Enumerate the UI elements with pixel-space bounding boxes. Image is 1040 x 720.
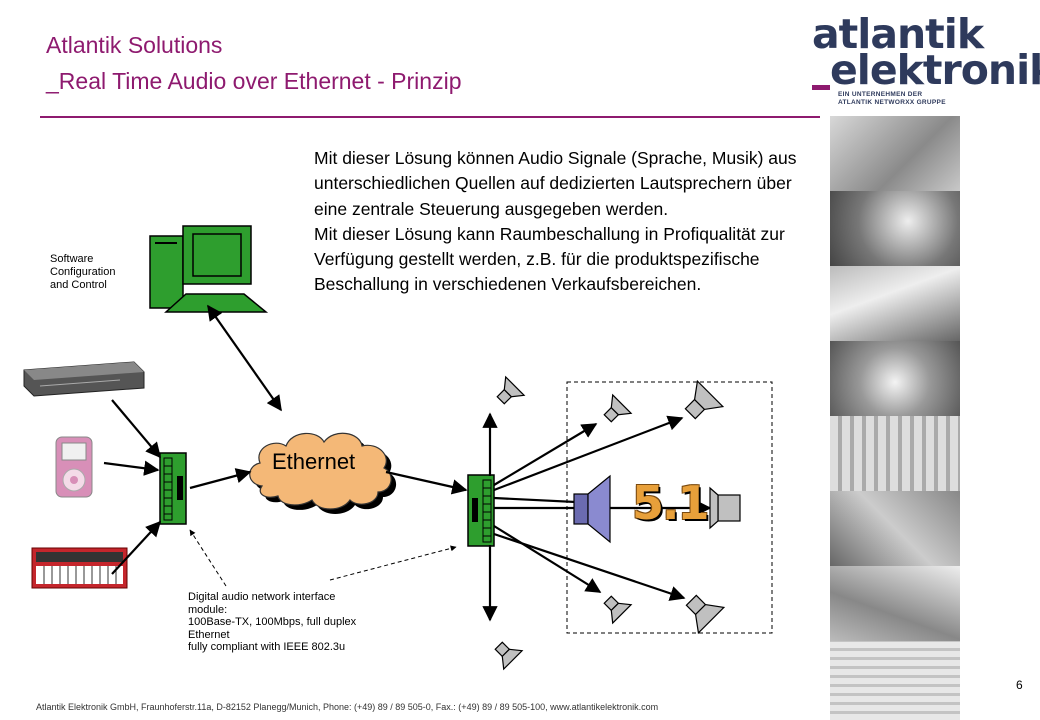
software-label-line: Configuration: [50, 266, 116, 278]
decorative-photo-strip: [830, 116, 960, 720]
slide-title: Atlantik Solutions: [46, 32, 223, 58]
audio-interface-module-right: [467, 474, 495, 547]
description-paragraph-1: Mit dieser Lösung können Audio Signale (…: [314, 148, 797, 219]
speaker-icon: [496, 375, 526, 405]
logo-wordmark-atlantik: atlantik: [812, 10, 984, 58]
photo-tile: [830, 341, 960, 416]
speaker-icon: [494, 641, 524, 671]
slide-subtitle: _Real Time Audio over Ethernet - Prinzip: [46, 68, 462, 94]
cd-player-icon: [23, 361, 145, 397]
ethernet-cloud: [249, 432, 397, 514]
logo-wordmark-elektronik: elektronik: [830, 46, 1040, 94]
surround-label: 5.1: [632, 476, 709, 530]
speaker-icon: [685, 594, 726, 635]
speaker-icon: [684, 379, 725, 420]
module-label-line: 100Base-TX, 100Mbps, full duplex: [188, 616, 357, 628]
mp3-player-icon: [55, 436, 93, 498]
footer-contact: Atlantik Elektronik GmbH, Fraunhoferstr.…: [36, 702, 659, 712]
logo-accent-dash: [812, 85, 830, 90]
software-label-line: Software: [50, 253, 94, 265]
photo-tile: [830, 191, 960, 266]
photo-tile: [830, 416, 960, 491]
logo-tagline: EIN UNTERNEHMEN DER: [838, 91, 923, 98]
speaker-icon: [603, 393, 633, 423]
page-number: 6: [1016, 678, 1023, 692]
synthesizer-icon: [31, 547, 128, 589]
photo-tile: [830, 641, 960, 720]
module-label-line: fully compliant with IEEE 802.3u: [188, 641, 346, 653]
photo-tile: [830, 491, 960, 566]
software-label-line: and Control: [50, 279, 107, 291]
center-speaker-icon: [573, 474, 611, 544]
ethernet-label: Ethernet: [272, 449, 356, 474]
speaker-icon: [709, 486, 741, 530]
module-label: Digital audio network interface module: …: [188, 591, 356, 654]
software-label: Software Configuration and Control: [50, 253, 115, 292]
photo-tile: [830, 116, 960, 191]
module-label-line: module:: [188, 603, 228, 616]
module-label-line: Ethernet: [188, 628, 230, 641]
speaker-icon: [603, 595, 633, 625]
logo-tagline-2: ATLANTIK NETWORXX GRUPPE: [838, 99, 946, 106]
description-paragraph-2: Mit dieser Lösung kann Raumbeschallung i…: [314, 223, 785, 295]
annotation-arrows: [189, 529, 457, 587]
photo-tile: [830, 266, 960, 341]
photo-tile: [830, 566, 960, 641]
module-label-line: Digital audio network interface: [188, 591, 336, 603]
header-divider: [40, 116, 820, 118]
computer-icon: [149, 225, 269, 313]
speaker-icons: [494, 375, 741, 671]
connection-lines: [103, 304, 712, 622]
description-text: Mit dieser Lösung können Audio Signale (…: [314, 146, 824, 298]
audio-interface-module-left: [159, 452, 187, 525]
